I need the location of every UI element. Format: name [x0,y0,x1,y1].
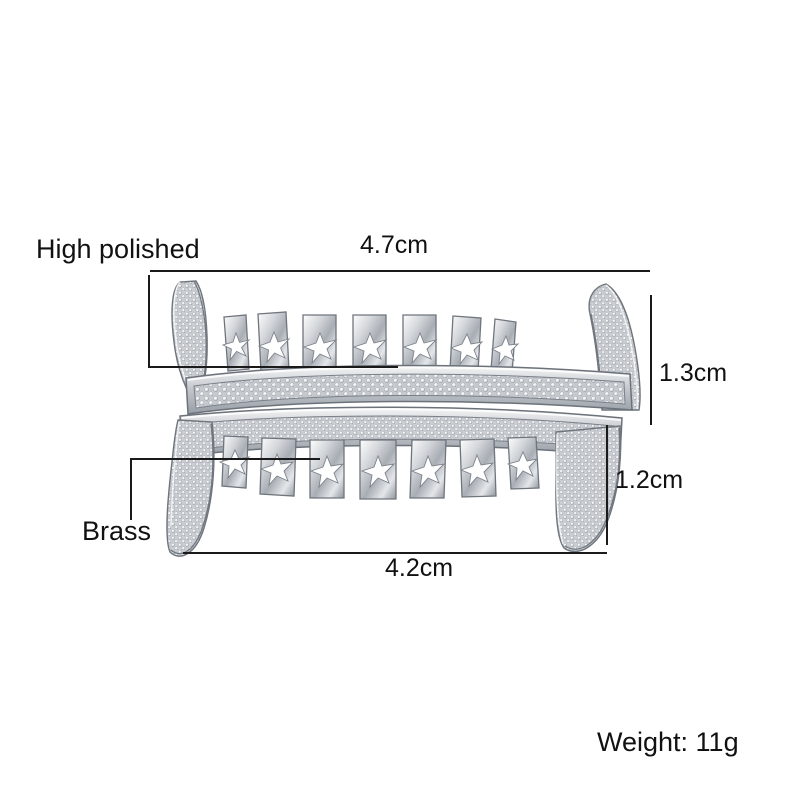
dimension-line-bottom-width [183,552,607,554]
lower-tooth [409,439,447,499]
lower-tooth [506,436,540,490]
upper-tooth [302,314,338,372]
leader-line-brass-vertical [130,458,132,520]
label-brass: Brass [82,516,152,546]
lower-tooth [309,439,345,499]
lower-left-fang [166,419,215,557]
upper-tooth [449,315,484,373]
dimension-label-upper-height: 1.3cm [659,359,728,387]
lower-tooth [218,435,251,489]
upper-crystal-band [185,364,633,415]
lower-tooth [259,437,297,497]
lower-right-fang [555,425,622,553]
upper-tooth [221,314,251,372]
label-weight: Weight: 11g [597,727,739,757]
upper-tooth [257,311,291,373]
upper-grill [171,280,641,415]
grillz-product-illustration [166,280,641,557]
upper-tooth [352,314,388,372]
leader-line-high-polished-vertical [148,275,150,367]
upper-tooth [402,314,438,372]
label-high-polished: High polished [36,234,200,264]
lower-teeth [218,435,540,500]
dimension-label-lower-height: 1.2cm [615,466,684,494]
dimension-line-upper-height [650,295,652,425]
lower-grill [166,406,623,557]
lower-tooth [359,439,397,500]
dimension-label-bottom-width: 4.2cm [385,554,454,582]
lower-tooth [459,438,497,498]
upper-teeth [221,311,520,374]
dimension-line-lower-height [606,425,608,545]
dimension-label-top-width: 4.7cm [360,231,429,259]
dimension-line-top-width [150,270,650,272]
upper-tooth [490,318,520,374]
leader-line-high-polished-horizontal [148,366,398,368]
leader-line-brass-horizontal [130,458,320,460]
